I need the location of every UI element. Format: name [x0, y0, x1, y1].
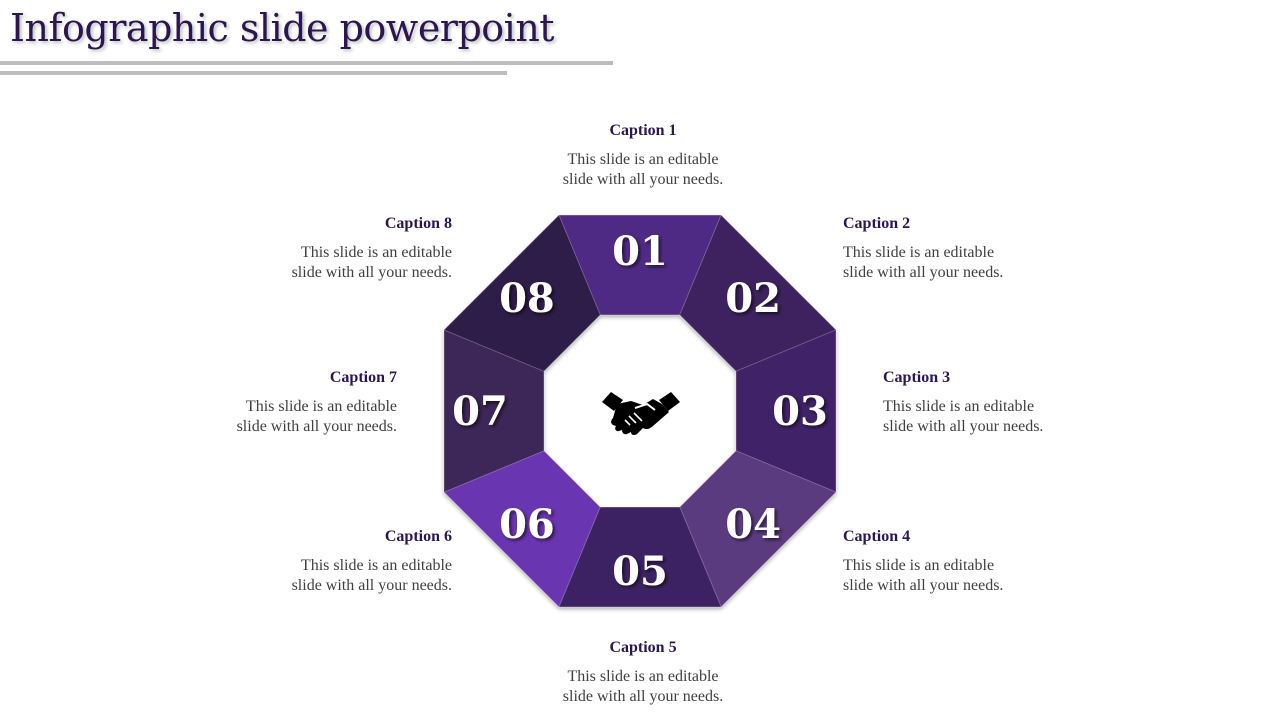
caption-5-text: This slide is an editable slide with all … — [543, 667, 743, 707]
caption-8: Caption 8 This slide is an editable slide… — [252, 214, 452, 283]
caption-1-text: This slide is an editable slide with all … — [543, 150, 743, 190]
caption-6-line2: slide with all your needs. — [291, 577, 452, 594]
segment-number-07: 07 — [452, 388, 508, 435]
caption-5: Caption 5 This slide is an editable slide… — [543, 638, 743, 707]
caption-1: Caption 1 This slide is an editable slide… — [543, 121, 743, 190]
segment-number-06: 06 — [499, 501, 555, 548]
caption-3: Caption 3 This slide is an editable slide… — [883, 368, 1083, 437]
caption-6: Caption 6 This slide is an editable slide… — [252, 527, 452, 596]
caption-8-line2: slide with all your needs. — [291, 264, 452, 281]
slide-title: Infographic slide powerpoint — [10, 6, 555, 50]
caption-8-line1: This slide is an editable — [300, 244, 452, 261]
caption-4-line1: This slide is an editable — [843, 557, 995, 574]
handshake-icon — [602, 392, 680, 436]
caption-5-line1: This slide is an editable — [567, 668, 719, 685]
caption-1-line2: slide with all your needs. — [562, 171, 724, 188]
caption-5-line2: slide with all your needs. — [562, 688, 724, 705]
caption-3-line1: This slide is an editable — [883, 398, 1035, 415]
caption-4-heading: Caption 4 — [843, 528, 911, 545]
segment-number-04: 04 — [725, 501, 781, 548]
segment-number-08: 08 — [499, 275, 555, 322]
caption-4-text: This slide is an editable slide with all … — [843, 556, 1043, 596]
segment-08 — [443, 214, 601, 372]
caption-2-heading: Caption 2 — [843, 215, 911, 232]
caption-6-line1: This slide is an editable — [300, 557, 452, 574]
caption-8-heading: Caption 8 — [384, 215, 452, 232]
caption-3-text: This slide is an editable slide with all … — [883, 397, 1083, 437]
segment-number-01: 01 — [612, 228, 668, 275]
segments-group — [443, 214, 837, 608]
caption-5-heading: Caption 5 — [609, 639, 677, 656]
caption-7-line1: This slide is an editable — [245, 398, 397, 415]
caption-7: Caption 7 This slide is an editable slide… — [197, 368, 397, 437]
numbers-group: 01 02 03 04 05 06 07 08 — [452, 228, 828, 595]
caption-7-heading: Caption 7 — [329, 369, 397, 386]
caption-2: Caption 2 This slide is an editable slide… — [843, 214, 1043, 283]
caption-2-text: This slide is an editable slide with all … — [843, 243, 1043, 283]
caption-3-line2: slide with all your needs. — [883, 418, 1044, 435]
caption-4-line2: slide with all your needs. — [843, 577, 1004, 594]
caption-4: Caption 4 This slide is an editable slide… — [843, 527, 1043, 596]
title-underline-short — [0, 71, 507, 75]
caption-7-line2: slide with all your needs. — [236, 418, 397, 435]
caption-1-line1: This slide is an editable — [567, 151, 719, 168]
caption-3-heading: Caption 3 — [883, 369, 951, 386]
caption-7-text: This slide is an editable slide with all … — [197, 397, 397, 437]
title-underline-long — [0, 61, 613, 65]
segment-number-05: 05 — [612, 548, 668, 595]
caption-2-line1: This slide is an editable — [843, 244, 995, 261]
caption-6-heading: Caption 6 — [384, 528, 452, 545]
caption-2-line2: slide with all your needs. — [843, 264, 1004, 281]
caption-6-text: This slide is an editable slide with all … — [252, 556, 452, 596]
segment-number-03: 03 — [772, 388, 828, 435]
segment-number-02: 02 — [725, 275, 781, 322]
caption-8-text: This slide is an editable slide with all … — [252, 243, 452, 283]
caption-1-heading: Caption 1 — [609, 122, 677, 139]
